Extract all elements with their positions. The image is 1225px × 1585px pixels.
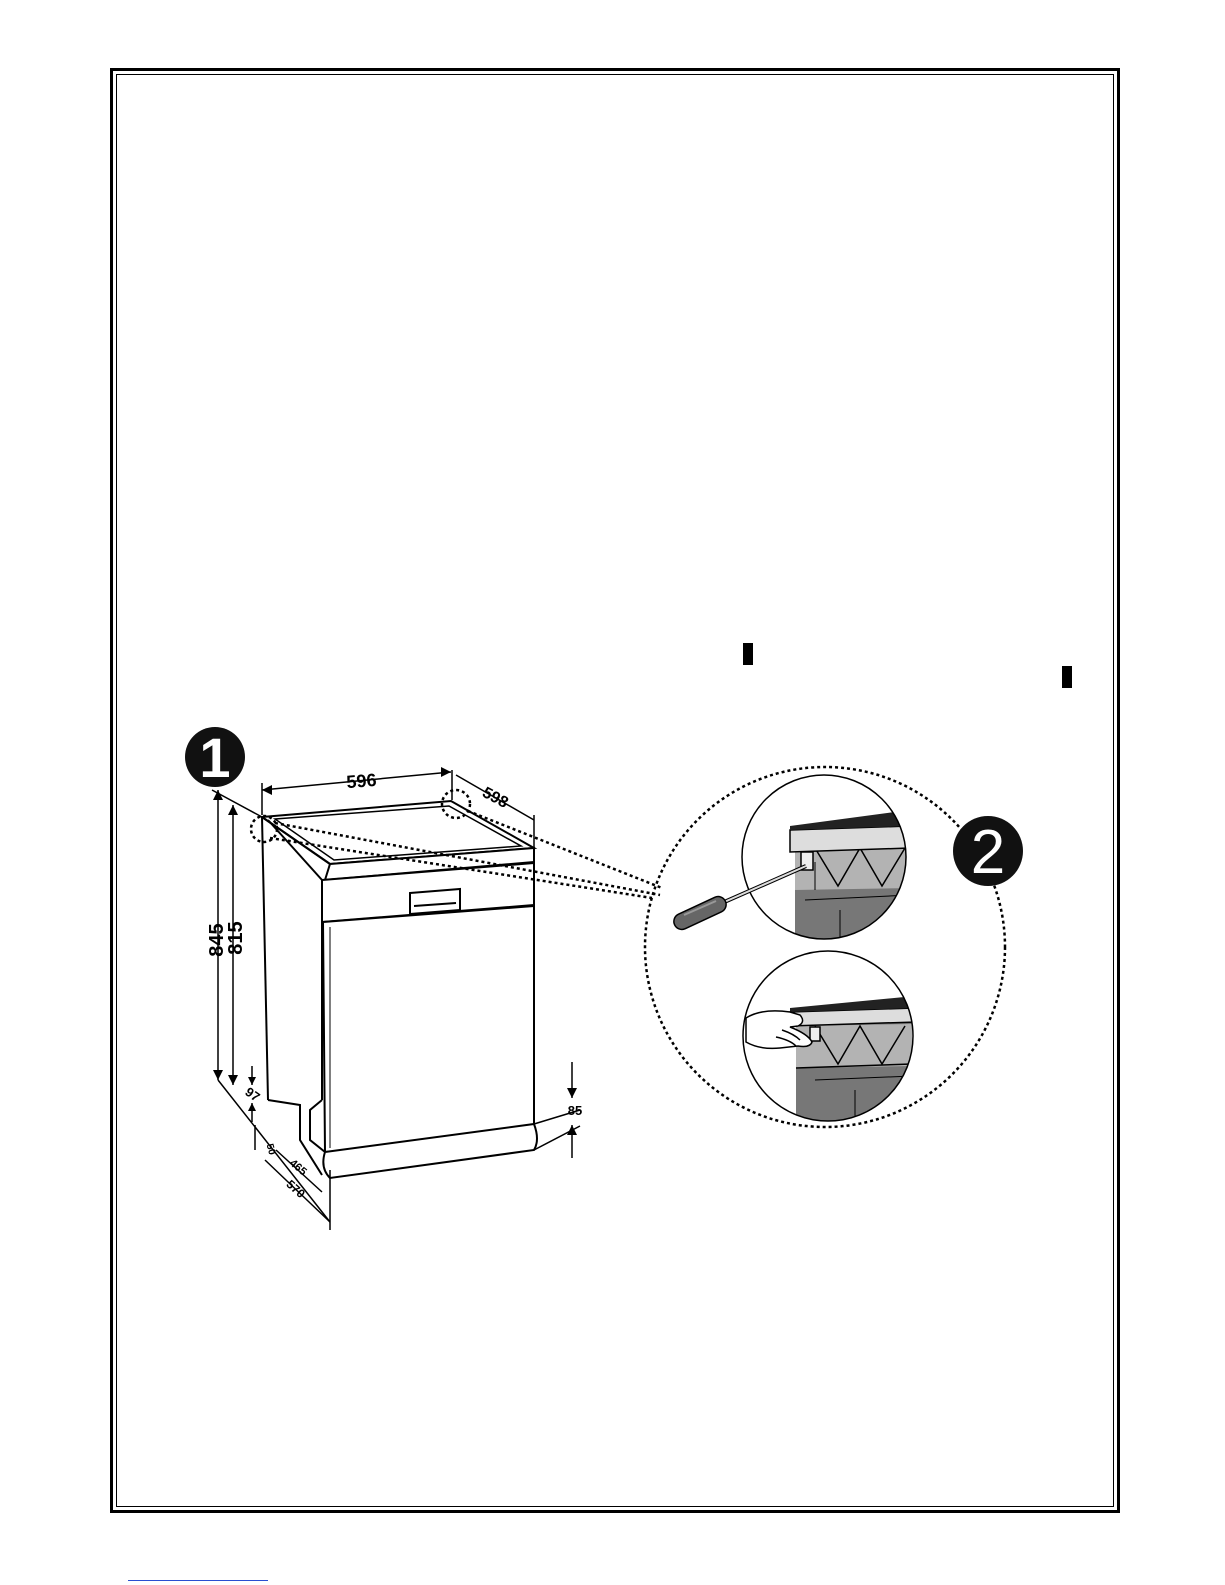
dim-depth-body: 465 <box>287 1157 309 1178</box>
detail-view-hand <box>740 950 915 1125</box>
step-1-label: 1 <box>199 726 230 789</box>
detail-view-screwdriver <box>671 770 910 950</box>
step-2-badge: 2 <box>953 816 1023 887</box>
dishwasher-illustration <box>262 801 537 1178</box>
dim-plinth-height: 85 <box>568 1103 582 1118</box>
step-2-label: 2 <box>971 818 1005 887</box>
dim-toe-height: 97 <box>242 1084 262 1105</box>
dim-width-top: 596 <box>346 770 378 793</box>
footer-link-underline <box>128 1580 268 1581</box>
step-1-badge: 1 <box>185 726 245 789</box>
dim-height-body: 815 <box>225 921 247 954</box>
dim-depth-top: 598 <box>479 784 511 812</box>
dim-plinth-gap: 50 <box>264 1143 278 1157</box>
